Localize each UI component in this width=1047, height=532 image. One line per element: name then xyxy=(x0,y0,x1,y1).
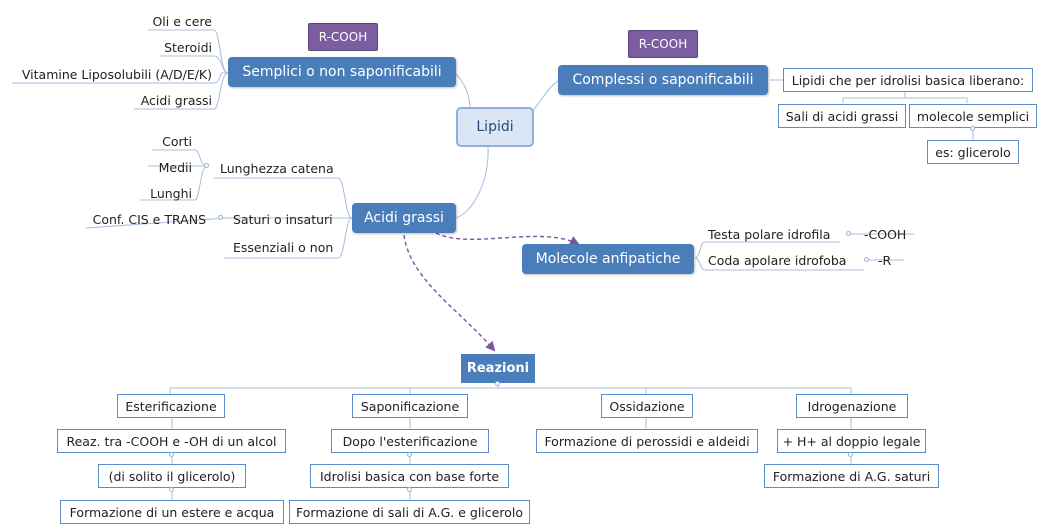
complessi-definition[interactable]: Lipidi che per idrolisi basica liberano: xyxy=(783,68,1033,92)
connector-dot xyxy=(970,126,975,131)
lunghezza-corti[interactable]: Corti xyxy=(162,133,192,149)
branch-acidi-grassi[interactable]: Acidi grassi xyxy=(352,203,456,233)
complessi-example-glicerolo[interactable]: es: glicerolo xyxy=(927,140,1019,164)
branch-molecole-anfipatiche[interactable]: Molecole anfipatiche xyxy=(522,244,694,274)
tag-complessi-rcooh: R-COOH xyxy=(628,30,698,58)
saponificazione-item-3[interactable]: Formazione di sali di A.G. e glicerolo xyxy=(289,500,530,524)
reazione-idrogenazione[interactable]: Idrogenazione xyxy=(796,394,908,418)
arrow-acidi-reazioni xyxy=(403,234,496,352)
arrow-acidi-anfipatiche xyxy=(435,232,580,245)
line-center-acidi xyxy=(454,144,489,219)
lunghezza-medii[interactable]: Medii xyxy=(158,159,192,175)
esterificazione-item-1[interactable]: Reaz. tra -COOH e -OH di un alcol xyxy=(57,429,286,453)
complessi-product-sali[interactable]: Sali di acidi grassi xyxy=(778,104,906,128)
line-center-complessi xyxy=(531,79,561,113)
tag-semplici-rcooh: R-COOH xyxy=(308,23,378,51)
esterificazione-item-3[interactable]: Formazione di un estere e acqua xyxy=(60,500,284,524)
line-center-semplici xyxy=(454,72,471,111)
connector-dot xyxy=(495,381,500,386)
reazione-saponificazione[interactable]: Saponificazione xyxy=(352,394,468,418)
connector-dot xyxy=(204,163,209,168)
semplici-item-vitamine[interactable]: Vitamine Liposolubili (A/D/E/K) xyxy=(21,66,212,82)
connector-dot xyxy=(218,215,223,220)
complessi-product-molecole[interactable]: molecole semplici xyxy=(909,104,1037,128)
saturi-conf-cis-trans[interactable]: Conf. CIS e TRANS xyxy=(92,211,206,227)
reazione-esterificazione[interactable]: Esterificazione xyxy=(117,394,225,418)
center-node-lipidi[interactable]: Lipidi xyxy=(456,107,534,147)
anfipatiche-testa-value[interactable]: -COOH xyxy=(864,226,907,242)
ossidazione-item-1[interactable]: Formazione di perossidi e aldeidi xyxy=(536,429,758,453)
semplici-item-acidi[interactable]: Acidi grassi xyxy=(140,92,212,108)
branch-semplici[interactable]: Semplici o non saponificabili xyxy=(228,57,456,87)
anfipatiche-coda[interactable]: Coda apolare idrofoba xyxy=(708,252,847,268)
lunghezza-lunghi[interactable]: Lunghi xyxy=(150,185,192,201)
semplici-item-oli[interactable]: Oli e cere xyxy=(152,13,212,29)
connector-dot xyxy=(848,452,853,457)
esterificazione-item-2[interactable]: (di solito il glicerolo) xyxy=(98,464,246,488)
semplici-item-steroidi[interactable]: Steroidi xyxy=(164,39,212,55)
acidi-saturi[interactable]: Saturi o insaturi xyxy=(233,211,333,227)
branch-reazioni[interactable]: Reazioni xyxy=(461,354,535,383)
saponificazione-item-2[interactable]: Idrolisi basica con base forte xyxy=(310,464,509,488)
branch-complessi[interactable]: Complessi o saponificabili xyxy=(558,65,768,95)
connector-dot xyxy=(169,452,174,457)
reazione-ossidazione[interactable]: Ossidazione xyxy=(601,394,693,418)
connector-dot xyxy=(864,257,869,262)
anfipatiche-testa[interactable]: Testa polare idrofila xyxy=(708,226,831,242)
connector-dot xyxy=(846,231,851,236)
anfipatiche-coda-value[interactable]: -R xyxy=(878,252,892,268)
saponificazione-item-1[interactable]: Dopo l'esterificazione xyxy=(331,429,489,453)
connector-dot xyxy=(169,487,174,492)
acidi-lunghezza[interactable]: Lunghezza catena xyxy=(220,160,334,176)
connector-dot xyxy=(407,487,412,492)
connector-dot xyxy=(407,452,412,457)
idrogenazione-item-1[interactable]: + H+ al doppio legale xyxy=(777,429,926,453)
idrogenazione-item-2[interactable]: Formazione di A.G. saturi xyxy=(764,464,939,488)
acidi-essenziali[interactable]: Essenziali o non xyxy=(233,239,334,255)
